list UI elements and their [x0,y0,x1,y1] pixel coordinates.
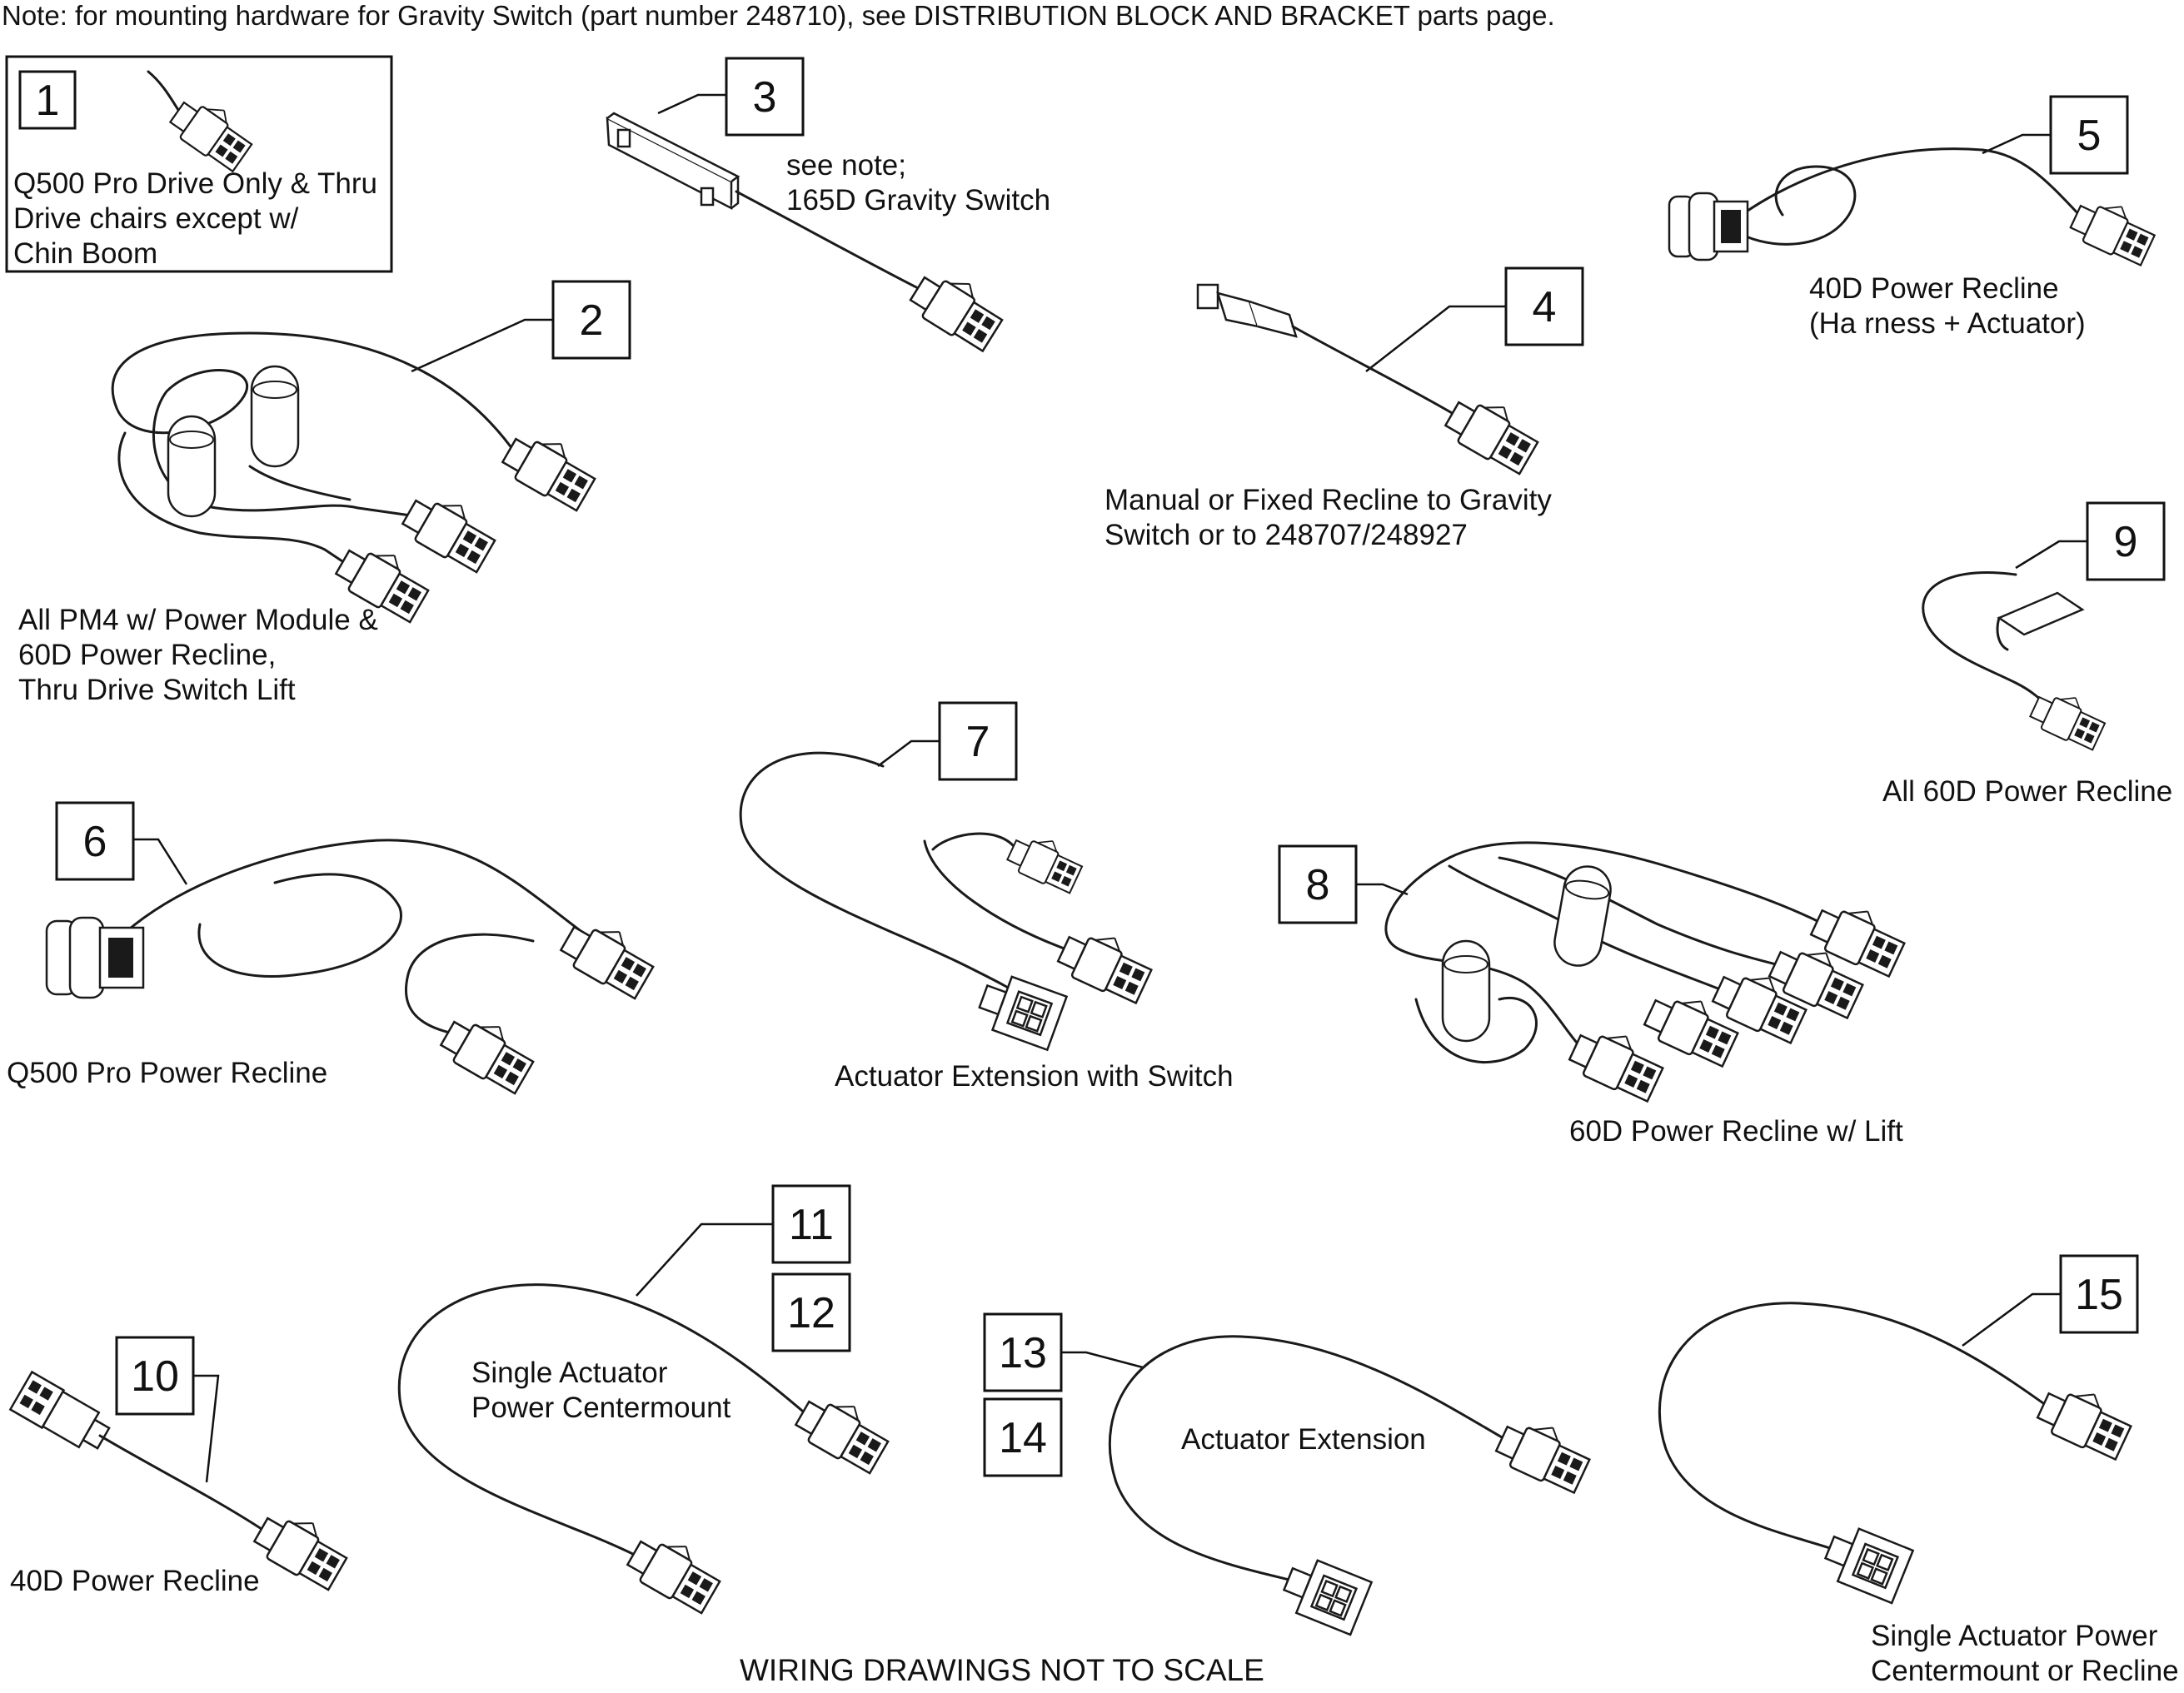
item-5-number-box [2049,95,2129,175]
item-14-number: 14 [999,1414,1047,1462]
item-10-number: 10 [131,1352,179,1401]
item-7-leader [877,739,940,767]
item-8-number: 8 [1306,861,1330,909]
item-6-cable-drawing [45,839,661,1098]
item-5: 5 40D Power Recline (Ha rness + Actuator… [1668,95,2161,340]
item-3-label-line-1: see note; [786,149,906,182]
item-12: 12 [771,1272,851,1352]
item-7-cable-drawing [739,751,1159,1051]
item-12-number-box [771,1272,851,1352]
item-2-label-line-1: All PM4 w/ Power Module & [18,604,378,636]
item-11-number-box [771,1184,851,1264]
item-9-number-box [2086,501,2166,581]
item-13-label-line-1: Actuator Extension [1181,1423,1426,1456]
item-8-number-box [1278,844,1358,924]
item-15: 15 Single Actuator Power Centermount or … [1658,1254,2179,1687]
item-8: 8 60D Power Recline w/ Lift [1278,841,1912,1148]
item-10: 10 40D Power Recline [8,1336,355,1597]
item-1-label-line-3: Chin Boom [13,237,157,270]
item-6-label-line-1: Q500 Pro Power Recline [7,1057,327,1089]
item-2-cable-drawing [111,331,603,626]
scale-footer-note: WIRING DRAWINGS NOT TO SCALE [740,1653,1264,1687]
item-13-number: 13 [999,1329,1047,1377]
item-1-label-line-2: Drive chairs except w/ [13,202,299,235]
item-3-number: 3 [753,73,777,122]
item-13-cable-drawing [1108,1335,1597,1636]
item-4-cable-drawing [1196,283,1546,478]
item-15-leader [1962,1292,2061,1347]
item-5-label-line-1: 40D Power Recline [1809,272,2059,305]
item-2-leader [411,318,553,373]
item-5-number: 5 [2077,112,2102,160]
item-2-label-line-3: Thru Drive Switch Lift [18,674,296,706]
item-10-number-box [115,1336,195,1416]
item-3-cable-drawing [606,112,1010,356]
item-15-label-line-2: Centermount or Recline [1871,1655,2179,1687]
item-3-leader [657,93,726,115]
item-9-number: 9 [2114,518,2138,566]
mounting-note: Note: for mounting hardware for Gravity … [2,0,1555,31]
item-1-number: 1 [36,77,60,125]
item-15-cable-drawing [1658,1302,2138,1605]
item-5-label-line-2: (Ha rness + Actuator) [1809,307,2086,340]
item-10-cable-drawing [8,1370,355,1594]
item-13: 13 Actuator Extension [983,1312,1597,1636]
item-7-number: 7 [966,718,990,766]
item-4-label-line-2: Switch or to 248707/248927 [1104,519,1468,551]
item-1-cable-drawing [147,70,260,175]
item-11-label-line-2: Power Centermount [471,1392,731,1424]
item-11-cable-drawing [397,1283,896,1617]
item-15-label-line-1: Single Actuator Power [1871,1620,2158,1652]
item-3-label-line-2: 165D Gravity Switch [786,184,1050,217]
item-8-leader [1356,883,1409,896]
item-4-number: 4 [1533,283,1557,331]
item-8-label-line-1: 60D Power Recline w/ Lift [1569,1115,1903,1148]
item-4: 4 Manual or Fixed Recline to Gravity Swi… [1104,266,1584,551]
item-14: 14 [983,1397,1063,1477]
item-5-leader [1982,133,2051,155]
item-13-leader [1061,1351,1144,1369]
item-9-cable-drawing [1922,570,2111,754]
item-3-number-box [725,57,805,137]
item-9-leader [2015,540,2087,570]
item-6-number: 6 [83,818,107,866]
item-6: 6 Q500 Pro Power Recline [7,801,661,1098]
item-10-leader [193,1374,220,1483]
item-6-leader [133,838,188,885]
item-3: 3 see note; 165D Gravity Switch [606,57,1050,356]
item-8-cable-drawing [1384,841,1912,1106]
item-2-label-line-2: 60D Power Recline, [18,639,276,671]
item-4-label-line-1: Manual or Fixed Recline to Gravity [1104,484,1552,516]
item-9-label-line-1: All 60D Power Recline [1882,775,2172,808]
item-5-cable-drawing [1668,147,2161,269]
item-1-number-box [18,70,77,130]
item-12-number: 12 [787,1289,835,1337]
item-11: 11 Single Actuator Power Centermount [397,1184,896,1617]
item-7-label-line-1: Actuator Extension with Switch [835,1060,1234,1093]
item-11-number: 11 [789,1201,834,1249]
item-11-label-line-1: Single Actuator [471,1357,668,1389]
item-1: 1 Q500 Pro Drive Only & Thru Drive chair… [5,55,393,273]
item-7-number-box [938,701,1018,781]
item-15-number: 15 [2075,1271,2123,1319]
item-14-number-box [983,1397,1063,1477]
item-7: 7 Actuator Extension with Switch [739,701,1234,1093]
item-9: 9 All 60D Power Recline [1882,501,2172,808]
item-2-number: 2 [580,296,604,345]
item-10-label-line-1: 40D Power Recline [10,1565,260,1597]
item-6-number-box [55,801,135,881]
item-4-leader [1365,305,1506,372]
item-1-label-line-1: Q500 Pro Drive Only & Thru [13,167,377,200]
item-2: 2 All PM4 w/ Power Module & 60D Power Re… [18,280,631,706]
item-11-leader [636,1222,773,1297]
